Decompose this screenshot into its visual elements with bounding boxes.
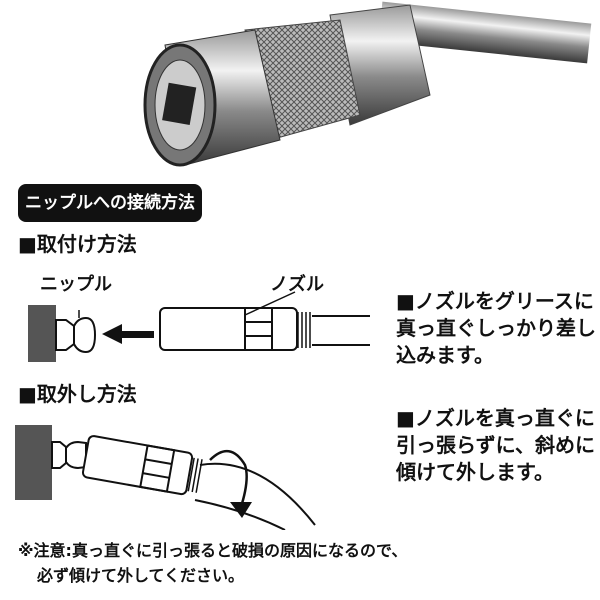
wall bbox=[28, 305, 56, 362]
wall bbox=[15, 425, 52, 500]
nipple-label: ニップル bbox=[40, 274, 112, 295]
attach-heading: ■取付け方法 bbox=[18, 232, 137, 256]
detach-diagram bbox=[15, 425, 316, 530]
detach-line: 引っ張らずに、斜めに bbox=[396, 433, 595, 457]
detach-line: 傾けて外します。 bbox=[396, 460, 554, 484]
note-line: 必ず傾けて外してください。 bbox=[37, 566, 245, 585]
product-photo bbox=[143, 1, 592, 167]
detach-line: ■ノズルを真っ直ぐに bbox=[396, 406, 595, 430]
nipple bbox=[55, 319, 75, 351]
attach-line: 込みます。 bbox=[396, 343, 494, 367]
section-title: ニップルへの接続方法 bbox=[18, 184, 202, 222]
attach-diagram bbox=[28, 291, 370, 362]
detach-instructions: ■ノズルを真っ直ぐに 引っ張らずに、斜めに 傾けて外します。 bbox=[396, 405, 595, 486]
attach-line: 真っ直ぐしっかり差し bbox=[396, 316, 596, 340]
nozzle bbox=[159, 307, 298, 351]
rotate-arrow-icon bbox=[209, 450, 252, 518]
caution-note: ※注意:真っ直ぐに引っ張ると破損の原因になるので、 必ず傾けて外してください。 bbox=[18, 538, 407, 588]
nozzle-label: ノズル bbox=[270, 274, 324, 295]
attach-line: ■ノズルをグリースに bbox=[396, 289, 594, 313]
detach-heading: ■取外し方法 bbox=[18, 382, 137, 406]
note-line: ※注意:真っ直ぐに引っ張ると破損の原因になるので、 bbox=[18, 541, 408, 560]
attach-instructions: ■ノズルをグリースに 真っ直ぐしっかり差し 込みます。 bbox=[396, 288, 596, 369]
arrow-left-icon bbox=[102, 324, 154, 344]
